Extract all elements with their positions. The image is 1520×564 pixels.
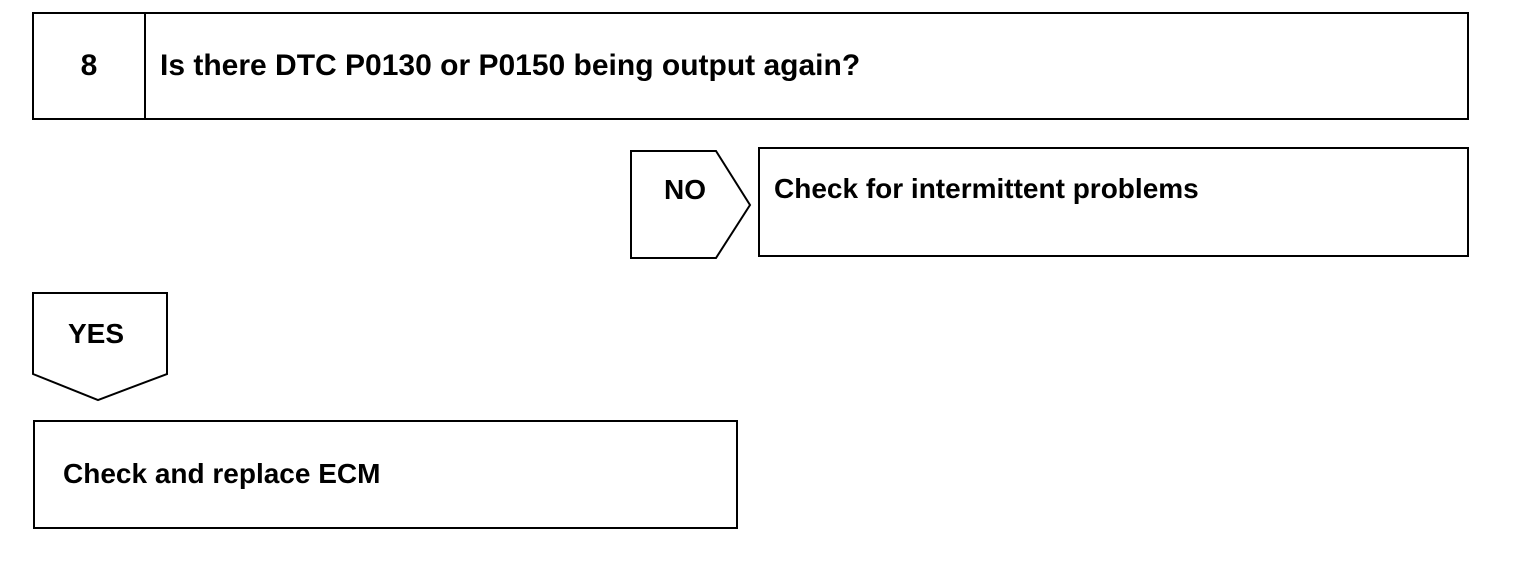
yes-branch-label: YES xyxy=(68,318,125,349)
yes-result-box: Check and replace ECM xyxy=(33,420,738,529)
step-box: 8 Is there DTC P0130 or P0150 being outp… xyxy=(32,12,1469,120)
step-question: Is there DTC P0130 or P0150 being output… xyxy=(160,49,861,82)
no-branch-label: NO xyxy=(664,174,706,205)
no-result-text: Check for intermittent problems xyxy=(774,173,1199,204)
yes-arrow-icon xyxy=(32,292,168,402)
yes-result-text: Check and replace ECM xyxy=(63,458,381,489)
no-arrow-icon xyxy=(630,150,752,259)
no-result-box: Check for intermittent problems xyxy=(758,147,1469,257)
step-number: 8 xyxy=(34,14,146,118)
